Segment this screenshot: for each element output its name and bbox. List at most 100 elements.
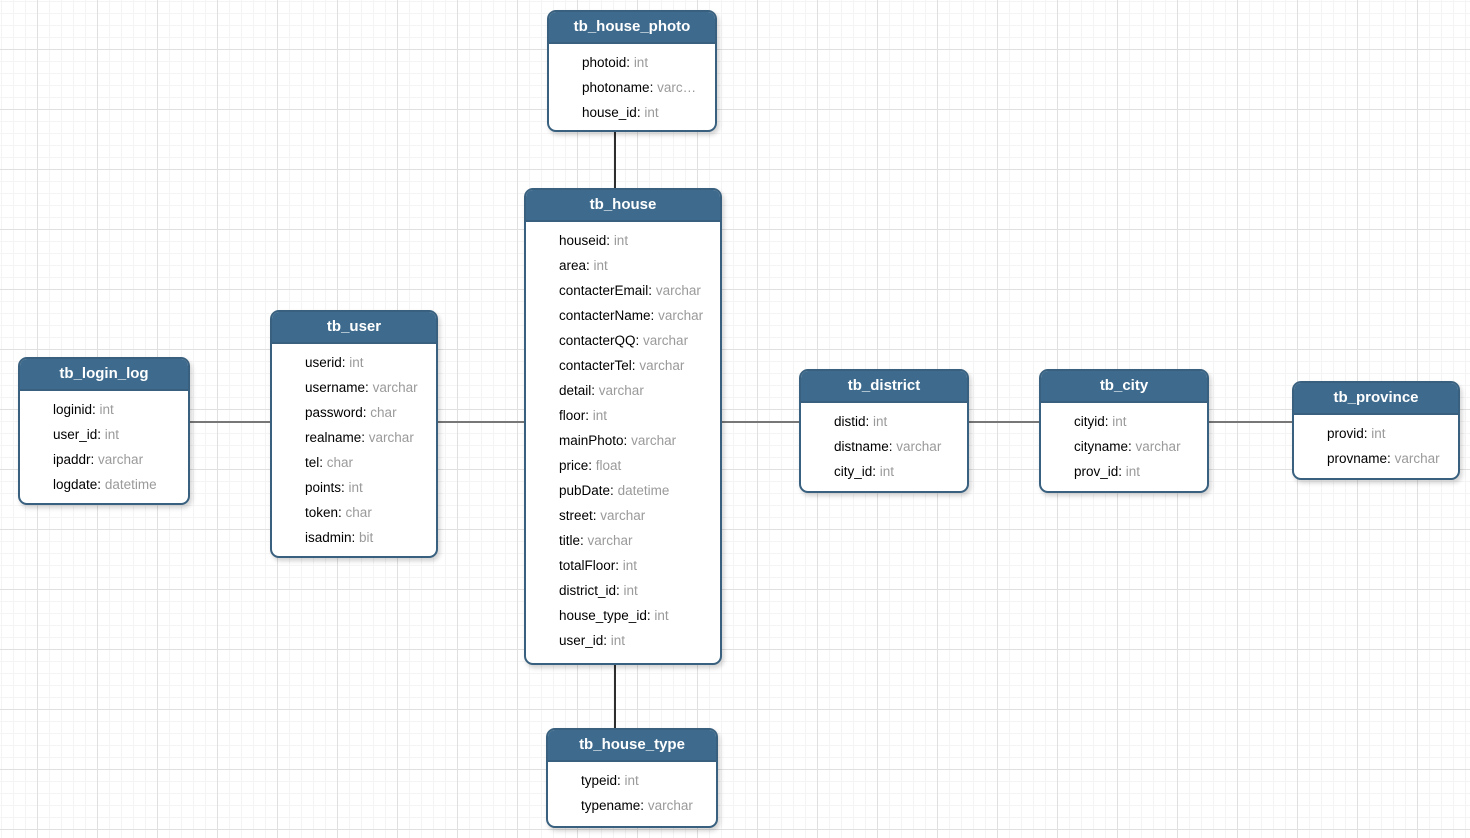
table-tb_city[interactable]: tb_city cityidint citynamevarchar prov_i…	[1039, 369, 1209, 493]
field-row[interactable]: detailvarchar	[526, 378, 720, 403]
field-name: title	[559, 533, 588, 548]
field-row[interactable]: contacterNamevarchar	[526, 303, 720, 328]
field-name: street	[559, 508, 600, 523]
field-type: bit	[359, 530, 374, 545]
connector-login_log-user[interactable]	[190, 421, 270, 423]
table-tb_house_photo[interactable]: tb_house_photo photoidint photonamevarc……	[547, 10, 717, 132]
field-row[interactable]: useridint	[272, 350, 436, 375]
connector-house_photo-house[interactable]	[614, 132, 616, 188]
field-row[interactable]: ipaddrvarchar	[20, 447, 188, 472]
field-row[interactable]: prov_idint	[1041, 459, 1207, 484]
table-title: tb_login_log	[59, 365, 149, 382]
field-name: detail	[559, 383, 599, 398]
field-row[interactable]: areaint	[526, 253, 720, 278]
table-fields: providint provnamevarchar	[1294, 415, 1458, 471]
field-name: district_id	[559, 583, 624, 598]
field-row[interactable]: streetvarchar	[526, 503, 720, 528]
field-row[interactable]: cityidint	[1041, 409, 1207, 434]
field-row[interactable]: contacterQQvarchar	[526, 328, 720, 353]
field-name: house_id	[582, 105, 644, 120]
field-row[interactable]: houseidint	[526, 228, 720, 253]
field-row[interactable]: totalFloorint	[526, 553, 720, 578]
field-row[interactable]: photonamevarc…	[549, 75, 715, 100]
table-tb_login_log[interactable]: tb_login_log loginidint user_idint ipadd…	[18, 357, 190, 505]
field-row[interactable]: house_idint	[549, 100, 715, 125]
table-fields: distidint distnamevarchar city_idint	[801, 403, 967, 484]
field-row[interactable]: distidint	[801, 409, 967, 434]
field-name: provid	[1327, 426, 1371, 441]
field-type: datetime	[617, 483, 670, 498]
field-row[interactable]: titlevarchar	[526, 528, 720, 553]
field-row[interactable]: pubDatedatetime	[526, 478, 720, 503]
field-type: int	[104, 427, 120, 442]
field-type: varchar	[655, 283, 701, 298]
connector-user-house[interactable]	[438, 421, 524, 423]
field-name: cityid	[1074, 414, 1112, 429]
field-row[interactable]: isadminbit	[272, 525, 436, 550]
field-row[interactable]: house_type_idint	[526, 603, 720, 628]
table-header[interactable]: tb_district	[801, 371, 967, 403]
field-row[interactable]: contacterTelvarchar	[526, 353, 720, 378]
field-row[interactable]: floorint	[526, 403, 720, 428]
field-type: varchar	[1394, 451, 1440, 466]
table-header[interactable]: tb_house_type	[548, 730, 716, 762]
field-name: prov_id	[1074, 464, 1126, 479]
field-row[interactable]: city_idint	[801, 459, 967, 484]
field-type: int	[623, 583, 638, 598]
connector-house-house_type[interactable]	[614, 665, 616, 728]
field-name: user_id	[53, 427, 105, 442]
field-type: datetime	[104, 477, 157, 492]
field-row[interactable]: citynamevarchar	[1041, 434, 1207, 459]
field-row[interactable]: user_idint	[20, 422, 188, 447]
field-row[interactable]: district_idint	[526, 578, 720, 603]
field-row[interactable]: typeidint	[548, 768, 716, 793]
table-tb_province[interactable]: tb_province providint provnamevarchar	[1292, 381, 1460, 480]
field-type: char	[345, 505, 372, 520]
field-row[interactable]: mainPhotovarchar	[526, 428, 720, 453]
table-header[interactable]: tb_city	[1041, 371, 1207, 403]
field-row[interactable]: distnamevarchar	[801, 434, 967, 459]
field-row[interactable]: user_idint	[526, 628, 720, 653]
field-name: distid	[834, 414, 873, 429]
field-row[interactable]: pointsint	[272, 475, 436, 500]
field-row[interactable]: usernamevarchar	[272, 375, 436, 400]
field-row[interactable]: contacterEmailvarchar	[526, 278, 720, 303]
table-header[interactable]: tb_user	[272, 312, 436, 344]
field-type: varchar	[600, 508, 646, 523]
field-name: tel	[305, 455, 327, 470]
table-tb_house_type[interactable]: tb_house_type typeidint typenamevarchar	[546, 728, 718, 828]
field-row[interactable]: realnamevarchar	[272, 425, 436, 450]
field-type: float	[595, 458, 622, 473]
field-type: varchar	[896, 439, 942, 454]
field-name: isadmin	[305, 530, 359, 545]
connector-house-district[interactable]	[722, 421, 799, 423]
field-name: logdate	[53, 477, 105, 492]
field-row[interactable]: passwordchar	[272, 400, 436, 425]
table-title: tb_user	[326, 318, 382, 335]
table-tb_house[interactable]: tb_house houseidint areaint contacterEma…	[524, 188, 722, 665]
field-name: password	[305, 405, 370, 420]
table-header[interactable]: tb_province	[1294, 383, 1458, 415]
table-tb_user[interactable]: tb_user useridint usernamevarchar passwo…	[270, 310, 438, 558]
table-header[interactable]: tb_house	[526, 190, 720, 222]
field-name: contacterName	[559, 308, 658, 323]
field-row[interactable]: typenamevarchar	[548, 793, 716, 818]
field-row[interactable]: logdatedatetime	[20, 472, 188, 497]
field-row[interactable]: tokenchar	[272, 500, 436, 525]
field-name: area	[559, 258, 594, 273]
field-row[interactable]: pricefloat	[526, 453, 720, 478]
table-header[interactable]: tb_house_photo	[549, 12, 715, 44]
connector-city-province[interactable]	[1209, 421, 1292, 423]
field-row[interactable]: providint	[1294, 421, 1458, 446]
field-row[interactable]: photoidint	[549, 50, 715, 75]
field-row[interactable]: loginidint	[20, 397, 188, 422]
field-type: varchar	[631, 433, 677, 448]
field-name: typename	[581, 798, 648, 813]
table-tb_district[interactable]: tb_district distidint distnamevarchar ci…	[799, 369, 969, 493]
field-row[interactable]: provnamevarchar	[1294, 446, 1458, 471]
field-row[interactable]: telchar	[272, 450, 436, 475]
connector-district-city[interactable]	[969, 421, 1039, 423]
field-name: house_type_id	[559, 608, 654, 623]
field-name: userid	[305, 355, 349, 370]
table-header[interactable]: tb_login_log	[20, 359, 188, 391]
